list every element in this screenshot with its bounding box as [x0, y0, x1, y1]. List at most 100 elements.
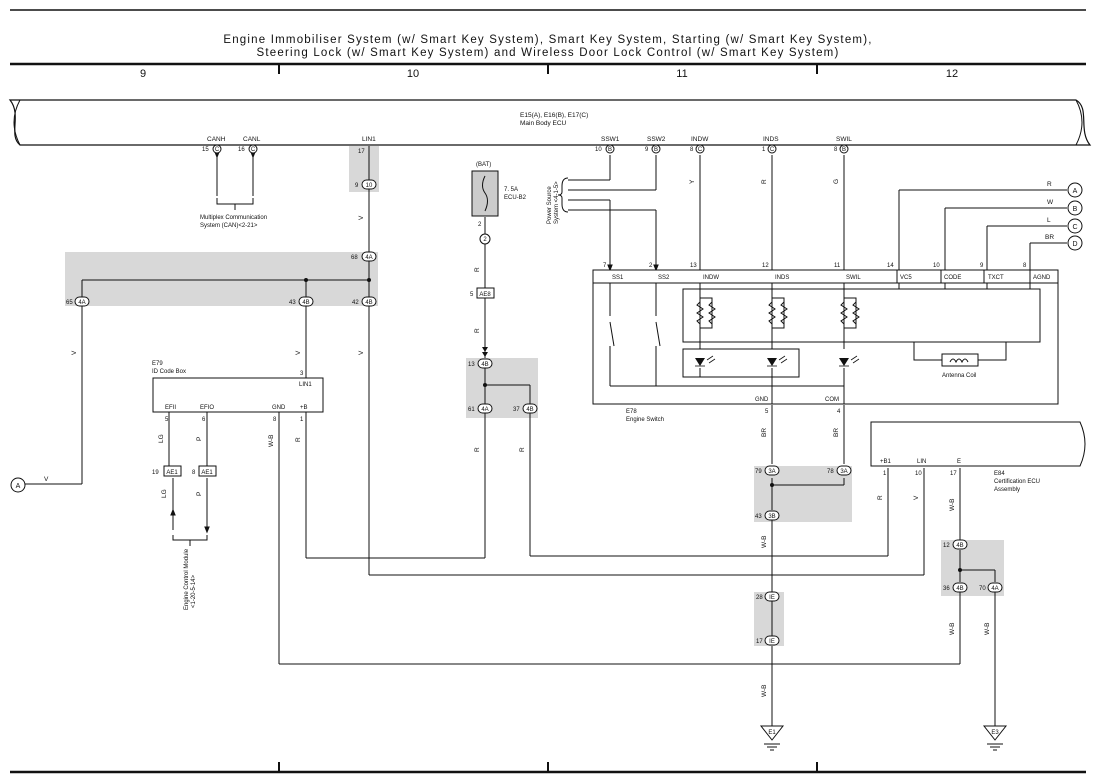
- j-ae1-8: AE1: [201, 470, 213, 476]
- wire-g-swil: G: [833, 179, 840, 184]
- main-ecu-name: Main Body ECU: [520, 120, 567, 127]
- sw-gnd: GND: [755, 397, 769, 403]
- cert-code: E84: [994, 471, 1005, 477]
- title-line-1: Engine Immobiliser System (w/ Smart Key …: [223, 34, 873, 46]
- idbox-efii-no: 5: [165, 417, 169, 423]
- pin-lin1-no: 17: [358, 149, 365, 155]
- wire-r-ae8: R: [474, 328, 481, 333]
- cert-b1: +B1: [880, 459, 892, 465]
- wire-wb-idbox: W-B: [268, 434, 275, 447]
- wire-br-ref: BR: [1045, 234, 1054, 241]
- ref-circles-right: A B C D: [1067, 182, 1083, 251]
- ecm-line2: <1-20-5-14>: [191, 574, 197, 608]
- pin-inds: INDS: [763, 136, 779, 143]
- ecu-swil-conn: B: [842, 147, 846, 153]
- j-4b-13: 4B: [481, 362, 488, 368]
- wires: [20, 146, 1067, 726]
- j-4a-61: 4A: [481, 407, 488, 413]
- j-3a-79: 3A: [768, 469, 775, 475]
- ref-d-right: D: [1072, 241, 1077, 248]
- wire-colors: V V V V V R R R R R W-B LG P LG P Y R G …: [44, 179, 1054, 697]
- grid-col-11: 11: [676, 68, 687, 80]
- sw-txct: TXCT: [988, 275, 1004, 281]
- j-12: 12: [943, 543, 950, 549]
- cert-b1-no: 1: [883, 471, 887, 477]
- sw-ss2: SS2: [658, 275, 670, 281]
- wire-v-right: V: [358, 350, 365, 355]
- wire-wb-cert: W-B: [949, 498, 956, 511]
- ecu-canh-conn: C: [215, 147, 220, 153]
- fuse-pin: 2: [478, 222, 482, 228]
- sw-agnd: AGND: [1033, 275, 1051, 281]
- j-ie-17: IE: [769, 639, 775, 645]
- j-ae8: AE8: [479, 292, 491, 298]
- ref-a-right: A: [1073, 188, 1078, 195]
- j-68: 68: [351, 255, 358, 261]
- ecu-canl-conn: C: [251, 147, 256, 153]
- frame: [10, 9, 1086, 774]
- wire-r-ref: R: [1047, 181, 1052, 188]
- pin-swil-no: 8: [834, 147, 838, 153]
- j-43b: 43: [755, 514, 762, 520]
- wire-r-idbox: R: [295, 437, 302, 442]
- wire-lg-1: LG: [158, 434, 165, 443]
- wire-r-cert: R: [877, 495, 884, 500]
- pin-canl: CANL: [243, 136, 261, 143]
- wire-l-ref: L: [1047, 217, 1051, 224]
- conn-10: 10: [366, 183, 373, 189]
- engine-switch: SS1 SS2 INDW INDS SWIL VC5 CODE TXCT AGN…: [592, 263, 1059, 423]
- j-28: 28: [756, 595, 763, 601]
- fuse-conn: 2: [483, 237, 487, 243]
- grid-col-10: 10: [407, 68, 419, 80]
- title-line-2: Steering Lock (w/ Smart Key System) and …: [256, 47, 840, 59]
- j-13: 13: [468, 362, 475, 368]
- sw-code-no: 10: [933, 263, 940, 269]
- diagram-title: Engine Immobiliser System (w/ Smart Key …: [0, 34, 1096, 60]
- j-5: 5: [470, 292, 474, 298]
- fuse-ecu-b2: (BAT) 7. 5A ECU-B2: [471, 162, 527, 357]
- ecu-indw-conn: C: [698, 147, 703, 153]
- id-code-box: E79 ID Code Box 3 LIN1 EFII EFIO GND +B …: [152, 361, 324, 423]
- j-78: 78: [827, 469, 834, 475]
- j-4b-36: 4B: [956, 586, 963, 592]
- wire-v-mid: V: [295, 350, 302, 355]
- wire-br-gnd: BR: [761, 428, 768, 437]
- pin-lin1-9: 9: [355, 183, 359, 189]
- j-ae1-19: AE1: [166, 470, 178, 476]
- multiplex-line1: Multiplex Communication: [200, 215, 267, 221]
- wire-y-indw: Y: [689, 179, 696, 184]
- ecm-line1: Engine Control Module: [184, 548, 190, 610]
- idbox-name: ID Code Box: [152, 369, 186, 375]
- wire-v-cert: V: [913, 495, 920, 500]
- power-source-brace: [557, 177, 569, 213]
- j-4b-12: 4B: [956, 543, 963, 549]
- pin-ssw2-no: 9: [645, 147, 649, 153]
- j-43: 43: [289, 300, 296, 306]
- grid-numbers: 9 10 11 12: [140, 68, 958, 80]
- pin-inds-no: 1: [762, 147, 766, 153]
- sw-indw-no: 13: [690, 263, 697, 269]
- sw-ss1-no: 7: [603, 263, 607, 269]
- j-61: 61: [468, 407, 475, 413]
- j-4b-37: 4B: [526, 407, 533, 413]
- j-36: 36: [943, 586, 950, 592]
- cert-e-no: 17: [950, 471, 957, 477]
- grid-col-12: 12: [946, 68, 958, 80]
- j-70: 70: [979, 586, 986, 592]
- idbox-b: +B: [300, 405, 308, 411]
- j-ie-28: IE: [769, 595, 775, 601]
- j-65: 65: [66, 300, 73, 306]
- multiplex-line2: System (CAN)<2-21>: [200, 223, 258, 229]
- power-source-line2: System <4-1-5>: [554, 181, 560, 224]
- cert-lin-no: 10: [915, 471, 922, 477]
- pin-canh: CANH: [207, 136, 226, 143]
- sw-agnd-no: 8: [1023, 263, 1027, 269]
- main-body-ecu: E15(A), E16(B), E17(C) Main Body ECU CAN…: [8, 99, 1092, 146]
- idbox-gnd: GND: [272, 405, 286, 411]
- cert-e: E: [957, 459, 961, 465]
- fuse-rating: 7. 5A: [504, 187, 518, 193]
- j-4a-top: 4A: [365, 255, 372, 261]
- wire-r-fuse: R: [474, 267, 481, 272]
- ref-a-left: [10, 477, 26, 493]
